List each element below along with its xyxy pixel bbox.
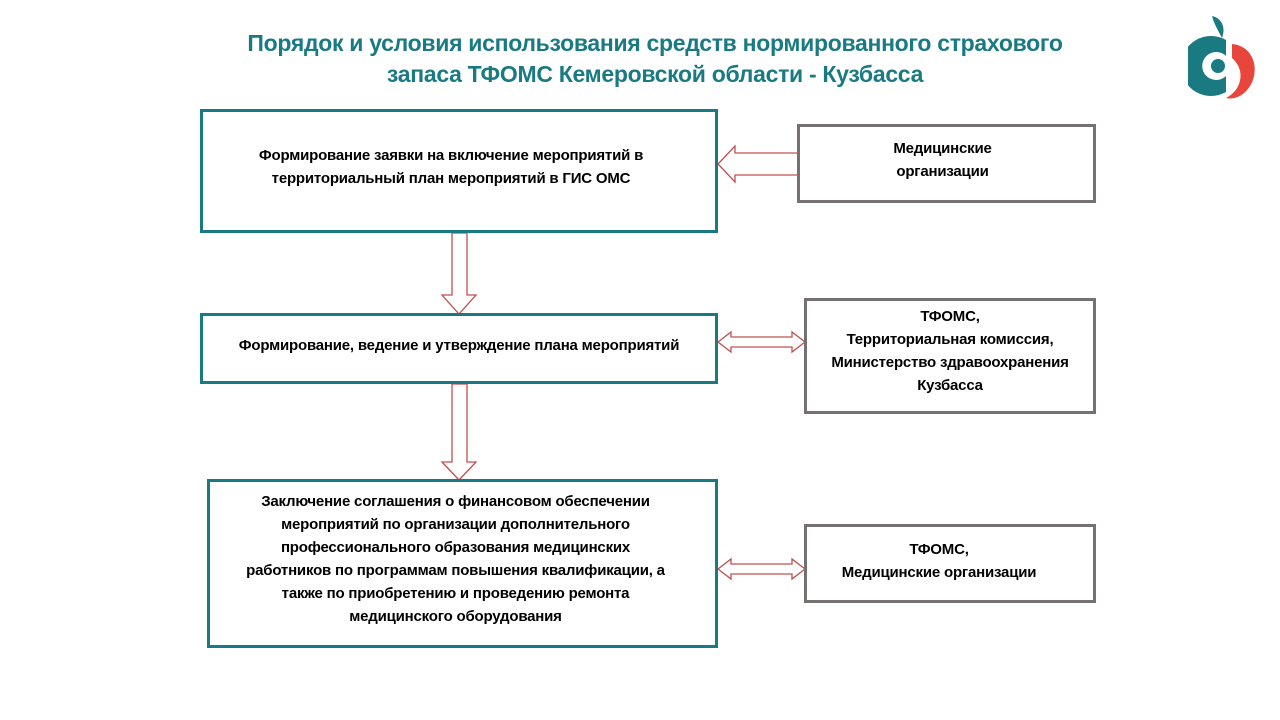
step-1-line-2: территориальный план мероприятий в ГИС О…: [271, 170, 631, 187]
step-3-line-2: мероприятий по организации дополнительно…: [281, 515, 630, 533]
tfoms-logo-icon: [1188, 16, 1255, 99]
step-3-line-6: медицинского оборудования: [349, 607, 562, 625]
step-3-line-5: также по приобретению и проведению ремон…: [281, 584, 630, 602]
participant-1-line-1: Медицинские: [893, 139, 992, 157]
step-3-line-4: работников по программам повышения квали…: [246, 561, 665, 579]
participant-2-line-3: Министерство здравоохранения: [831, 354, 1069, 371]
arrow-step-3-participant-3: [716, 557, 807, 581]
arrow-step-1-to-step-2: [440, 232, 478, 315]
page-title-line-2: запаса ТФОМС Кемеровской области - Кузба…: [386, 61, 924, 87]
page-title: Порядок и условия использования средств …: [200, 28, 1110, 90]
participant-3-box: ТФОМС, Медицинские организации: [804, 524, 1096, 603]
participant-2-box: ТФОМС, Территориальная комиссия, Министе…: [804, 298, 1096, 414]
step-2-box: Формирование, ведение и утверждение план…: [200, 313, 718, 384]
participant-1-box: Медицинские организации: [797, 124, 1096, 203]
step-3-box: Заключение соглашения о финансовом обесп…: [207, 479, 718, 648]
participant-1-line-2: организации: [896, 162, 989, 180]
step-2-text: Формирование, ведение и утверждение план…: [238, 334, 680, 357]
arrow-step-2-to-step-3: [440, 383, 478, 481]
participant-3-line-2: Медицинские организации: [841, 563, 1037, 581]
step-1-line-1: Формирование заявки на включение меропри…: [258, 147, 644, 164]
participant-1-text: Медицинские организации: [893, 137, 991, 183]
step-1-text: Формирование заявки на включение меропри…: [259, 144, 643, 190]
step-1-box: Формирование заявки на включение меропри…: [200, 109, 718, 233]
participant-2-line-1: ТФОМС,: [920, 308, 980, 325]
step-2-line-1: Формирование, ведение и утверждение план…: [238, 337, 680, 354]
step-3-line-3: профессионального образования медицински…: [280, 538, 631, 556]
participant-2-text: ТФОМС, Территориальная комиссия, Министе…: [831, 305, 1069, 397]
participant-3-text: ТФОМС, Медицинские организации: [842, 538, 1037, 584]
participant-3-line-1: ТФОМС,: [909, 540, 969, 558]
arrow-step-2-participant-2: [716, 330, 807, 354]
step-3-text: Заключение соглашения о финансовом обесп…: [246, 490, 665, 628]
page-title-line-1: Порядок и условия использования средств …: [247, 30, 1063, 56]
arrow-participant-1-to-step-1: [717, 144, 801, 184]
step-3-line-1: Заключение соглашения о финансовом обесп…: [261, 492, 650, 510]
participant-2-line-2: Территориальная комиссия,: [846, 331, 1054, 348]
participant-2-line-4: Кузбасса: [917, 377, 983, 394]
